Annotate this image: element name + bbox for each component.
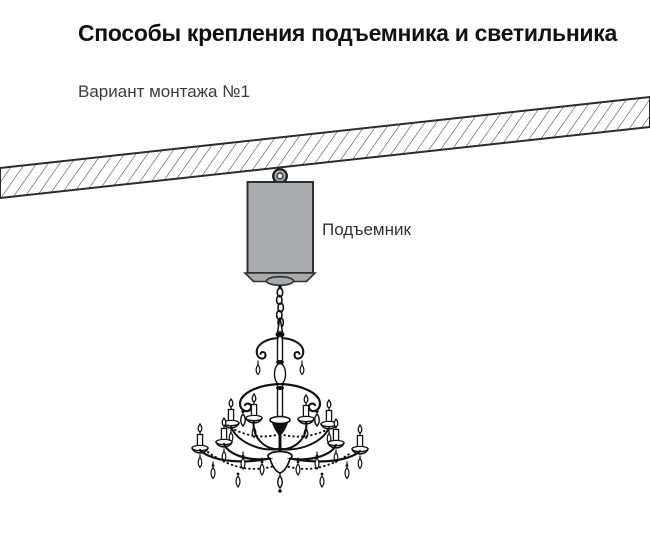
chandelier-crown (255, 337, 305, 376)
chandelier-center-cup (269, 415, 291, 458)
candle (191, 422, 209, 469)
crystal-drop (210, 451, 350, 488)
chandelier-stem (273, 335, 287, 419)
candle (351, 423, 369, 470)
chandelier-icon (191, 317, 369, 493)
mount-ring-icon (272, 167, 289, 184)
ceiling-beam-icon (0, 95, 650, 200)
candle (215, 416, 233, 463)
page-title: Способы крепления подъемника и светильни… (78, 20, 617, 46)
lift-outlet (265, 275, 295, 287)
chandelier-scrolls (238, 382, 322, 428)
lift-box (243, 181, 317, 287)
lift-label: Подъемник (322, 220, 411, 239)
chandelier-bowl (267, 450, 293, 493)
page-subtitle: Вариант монтажа №1 (78, 82, 250, 101)
